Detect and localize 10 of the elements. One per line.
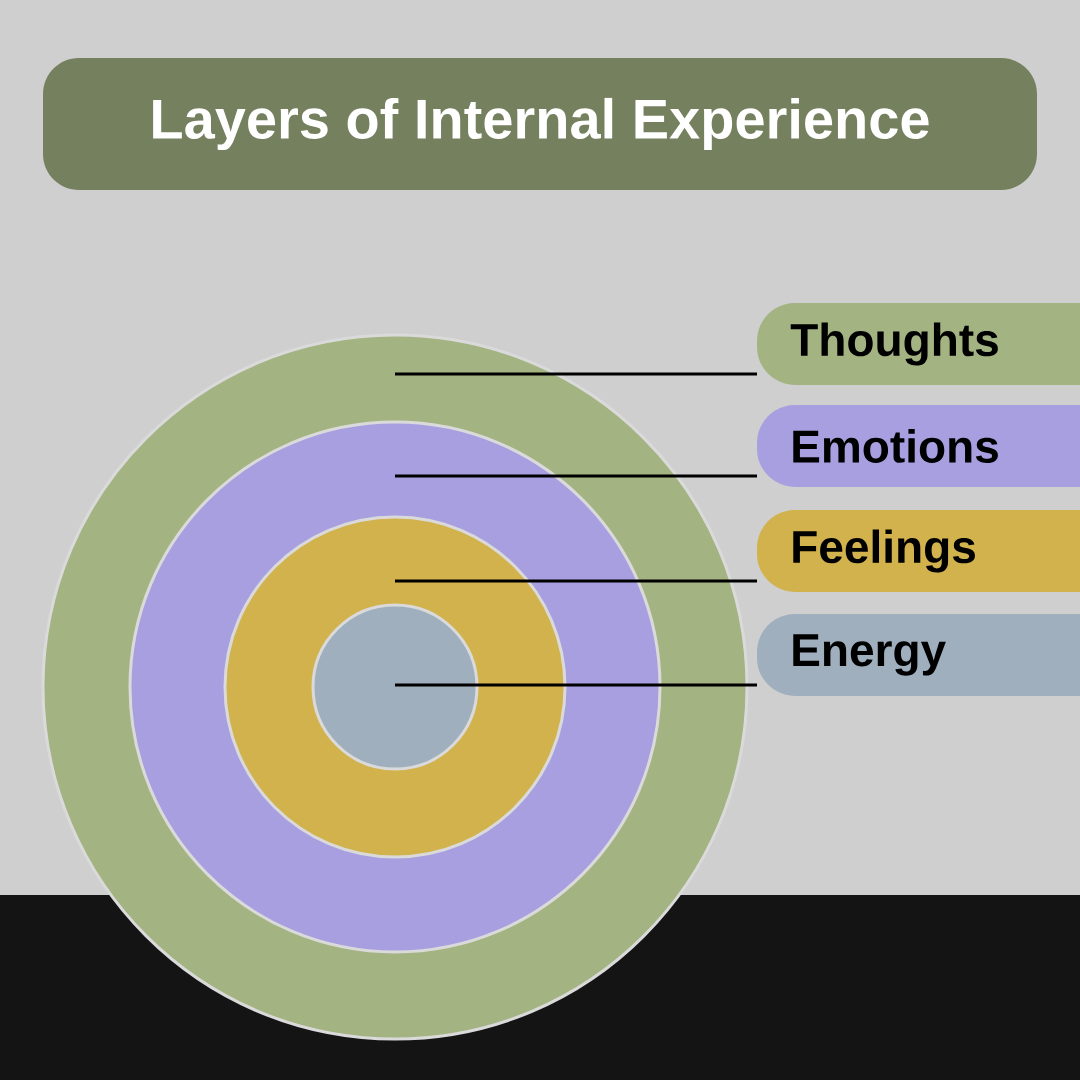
leader-line [395, 683, 757, 687]
leader-line [395, 372, 757, 376]
leader-line [395, 474, 757, 478]
ring [311, 603, 479, 771]
title-banner: Layers of Internal Experience [43, 58, 1037, 190]
label-pill: Thoughts [757, 303, 1080, 385]
label-pill: Emotions [757, 405, 1080, 487]
label-pill: Energy [757, 614, 1080, 696]
label-pill: Feelings [757, 510, 1080, 592]
leader-line [395, 579, 757, 583]
